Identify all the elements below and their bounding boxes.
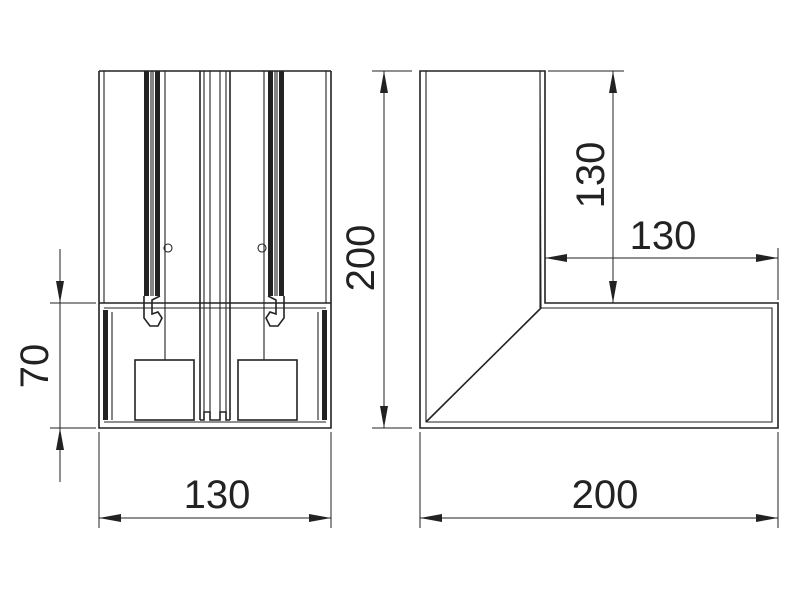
dim-front-insert-height-label: 70 bbox=[13, 344, 57, 389]
dim-side-inner-width: 130 bbox=[545, 214, 779, 300]
front-center-divider bbox=[199, 71, 231, 421]
dim-side-height-label: 200 bbox=[339, 225, 383, 292]
dim-side-height: 200 bbox=[339, 70, 412, 429]
front-left-rail bbox=[143, 71, 173, 360]
front-right-side-bar bbox=[322, 310, 327, 420]
side-outline bbox=[419, 70, 779, 429]
side-inner-outline bbox=[425, 70, 773, 423]
front-outline bbox=[98, 71, 332, 429]
front-left-box bbox=[134, 359, 195, 421]
side-diagonal bbox=[425, 307, 542, 423]
dim-front-insert-height: 70 bbox=[13, 249, 96, 482]
dim-side-inner-height: 130 bbox=[548, 70, 624, 303]
front-right-box bbox=[237, 359, 298, 421]
front-view bbox=[98, 70, 332, 429]
dim-side-width: 200 bbox=[419, 432, 779, 528]
side-view bbox=[419, 70, 779, 429]
dim-side-inner-height-label: 130 bbox=[569, 142, 613, 209]
dim-side-width-label: 200 bbox=[572, 473, 639, 517]
front-right-rail bbox=[257, 71, 285, 360]
dim-front-width-label: 130 bbox=[184, 473, 251, 517]
dim-side-inner-width-label: 130 bbox=[630, 214, 697, 258]
dim-front-width: 130 bbox=[98, 432, 332, 528]
front-left-side-bar bbox=[103, 310, 108, 420]
